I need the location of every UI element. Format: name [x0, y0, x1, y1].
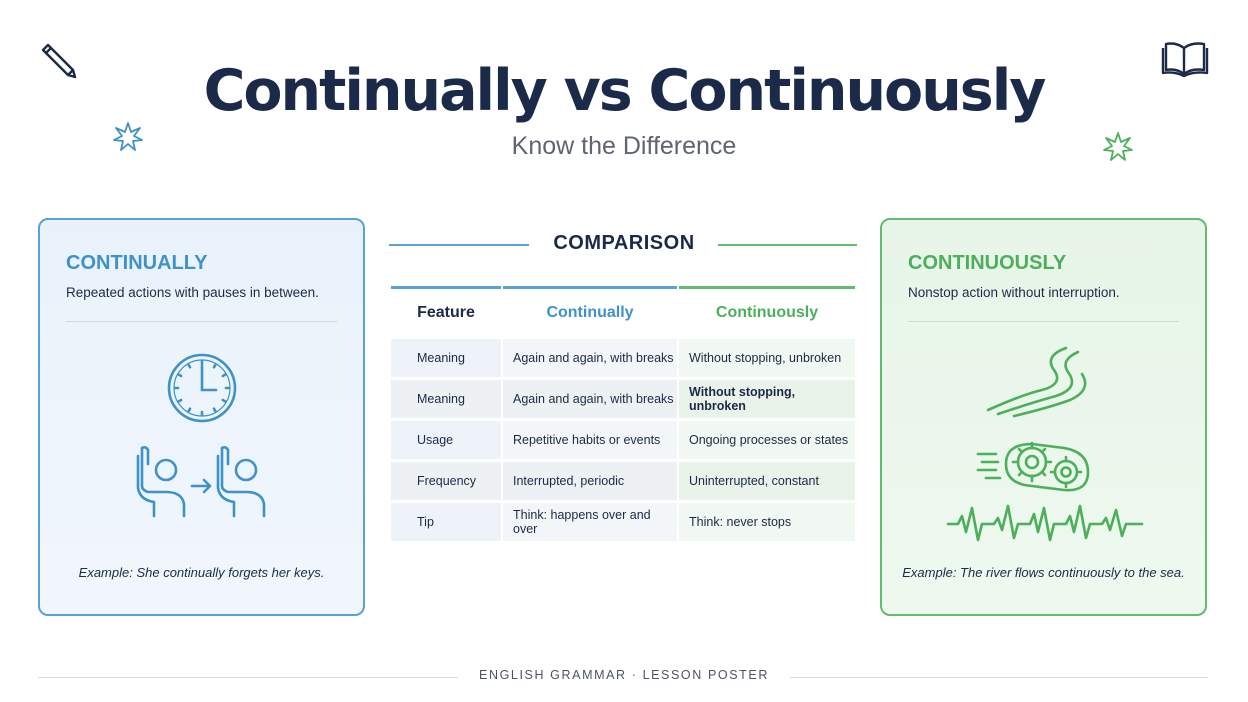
- continuously-card-description: Nonstop action without interruption.: [908, 285, 1120, 300]
- continually-card-title: CONTINUALLY: [66, 252, 208, 274]
- table-cell: Think: never stops: [679, 503, 855, 541]
- table-cell: Without stopping, unbroken: [679, 339, 855, 377]
- heartbeat-line-icon: [946, 504, 1144, 542]
- table-cell: Usage: [391, 421, 501, 459]
- footer-rule-left: [38, 677, 458, 678]
- table-cell: Think: happens over and over: [503, 503, 677, 541]
- open-book-icon: [1161, 42, 1209, 78]
- table-cell: Meaning: [391, 380, 501, 418]
- page-title: Continually vs Continuously: [203, 58, 1047, 124]
- footer-rule-right: [790, 677, 1208, 678]
- table-cell: Again and again, with breaks: [503, 380, 677, 418]
- continually-card-description: Repeated actions with pauses in between.: [66, 285, 319, 300]
- continually-card: CONTINUALLY Repeated actions with pauses…: [38, 218, 365, 616]
- table-cell: Ongoing processes or states: [679, 421, 855, 459]
- continuously-card: CONTINUOUSLY Nonstop action without inte…: [880, 218, 1207, 616]
- comparison-rule-left: [389, 244, 529, 246]
- table-cell: Repetitive habits or events: [503, 421, 677, 459]
- table-cell: Meaning: [391, 339, 501, 377]
- comparison-rule-right: [718, 244, 857, 246]
- table-cell: Frequency: [391, 462, 501, 500]
- continually-card-example: Example: She continually forgets her key…: [78, 565, 325, 580]
- table-header-row: Feature Continually Continuously: [391, 286, 855, 336]
- comparison-title: COMPARISON: [553, 232, 695, 254]
- moving-gears-icon: [976, 441, 1090, 492]
- table-row: Usage Repetitive habits or events Ongoin…: [391, 421, 855, 459]
- table-cell: Interrupted, periodic: [503, 462, 677, 500]
- green-star-icon: [1103, 132, 1133, 161]
- river-icon: [986, 346, 1087, 418]
- header-feature: Feature: [391, 286, 501, 336]
- footer-caption: ENGLISH GRAMMAR · LESSON POSTER: [479, 668, 769, 682]
- continuously-card-example: Example: The river flows continuously to…: [902, 565, 1185, 580]
- table-cell: Tip: [391, 503, 501, 541]
- card-divider: [908, 321, 1179, 322]
- header-continuously: Continuously: [679, 286, 855, 336]
- table-cell: Again and again, with breaks: [503, 339, 677, 377]
- table-cell: Uninterrupted, constant: [679, 462, 855, 500]
- header-continually: Continually: [503, 286, 677, 336]
- continuously-card-title: CONTINUOUSLY: [908, 252, 1067, 274]
- table-row: Meaning Again and again, with breaks Wit…: [391, 339, 855, 377]
- table-cell: Without stopping, unbroken: [679, 380, 855, 418]
- raised-hand-person-icon: [216, 446, 266, 518]
- table-row: Meaning Again and again, with breaks Wit…: [391, 380, 855, 418]
- table-row: Frequency Interrupted, periodic Uninterr…: [391, 462, 855, 500]
- arrow-right-icon: [190, 478, 212, 494]
- card-divider: [66, 321, 337, 322]
- pencil-icon: [41, 43, 77, 79]
- page-subtitle: Know the Difference: [511, 132, 737, 160]
- blue-star-icon: [113, 122, 143, 151]
- raised-hand-person-icon: [136, 446, 186, 518]
- comparison-table: Feature Continually Continuously Meaning…: [389, 283, 857, 544]
- table-row: Tip Think: happens over and over Think: …: [391, 503, 855, 541]
- clock-icon: [167, 353, 237, 423]
